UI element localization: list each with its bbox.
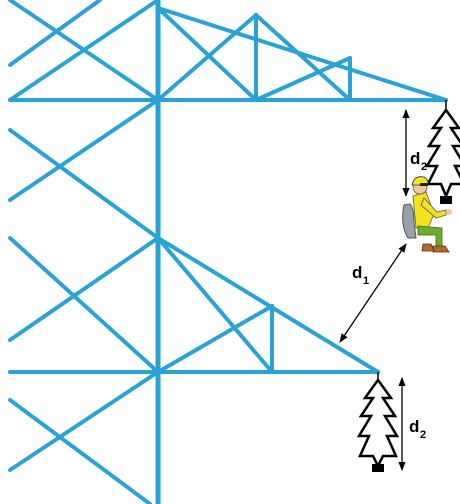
dimension-d2-lower: d 2: [398, 377, 426, 471]
d2-upper-subscript: 2: [421, 161, 427, 173]
d1-label: d: [352, 263, 362, 282]
seat-icon: [402, 203, 417, 239]
lower-insulator: [356, 372, 400, 472]
upper-cross-arm: [8, 6, 448, 102]
dimension-d1: d 1: [339, 243, 407, 343]
lower-cross-arm: [8, 236, 380, 374]
tower-body-bracing: [8, 0, 160, 504]
d2-lower-subscript: 2: [420, 429, 426, 441]
tower-structure: [8, 0, 448, 504]
dimension-d2-upper: d 2: [402, 109, 427, 197]
d2-lower-label: d: [409, 417, 419, 436]
lineworker-icon: [402, 176, 452, 253]
upper-insulator: [424, 100, 460, 204]
d1-subscript: 1: [363, 275, 369, 287]
d2-upper-label: d: [410, 149, 420, 168]
